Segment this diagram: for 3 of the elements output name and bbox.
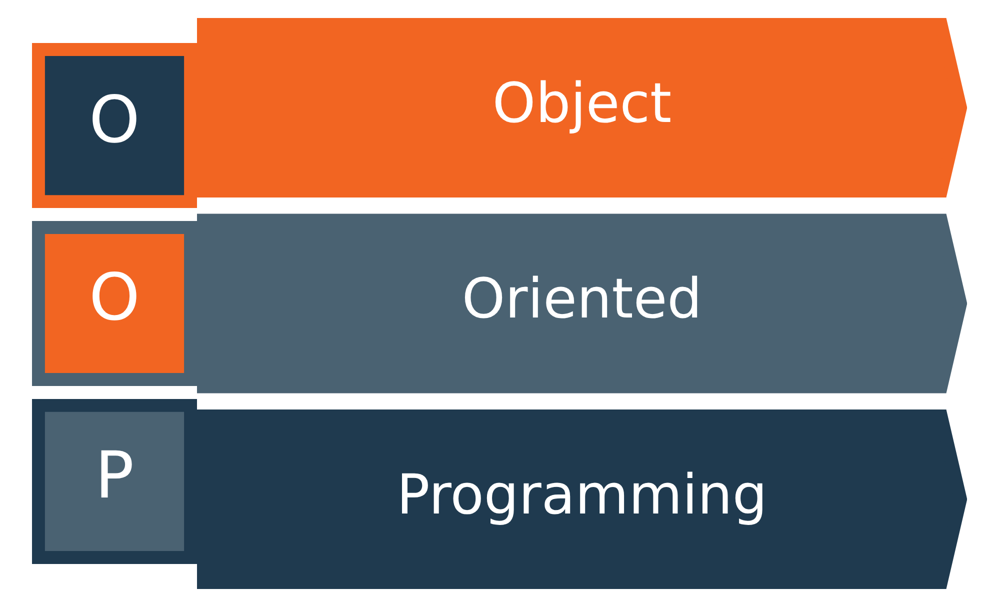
node-box: P	[32, 398, 197, 564]
node-box: O	[32, 43, 197, 208]
node-box: O	[32, 221, 197, 386]
